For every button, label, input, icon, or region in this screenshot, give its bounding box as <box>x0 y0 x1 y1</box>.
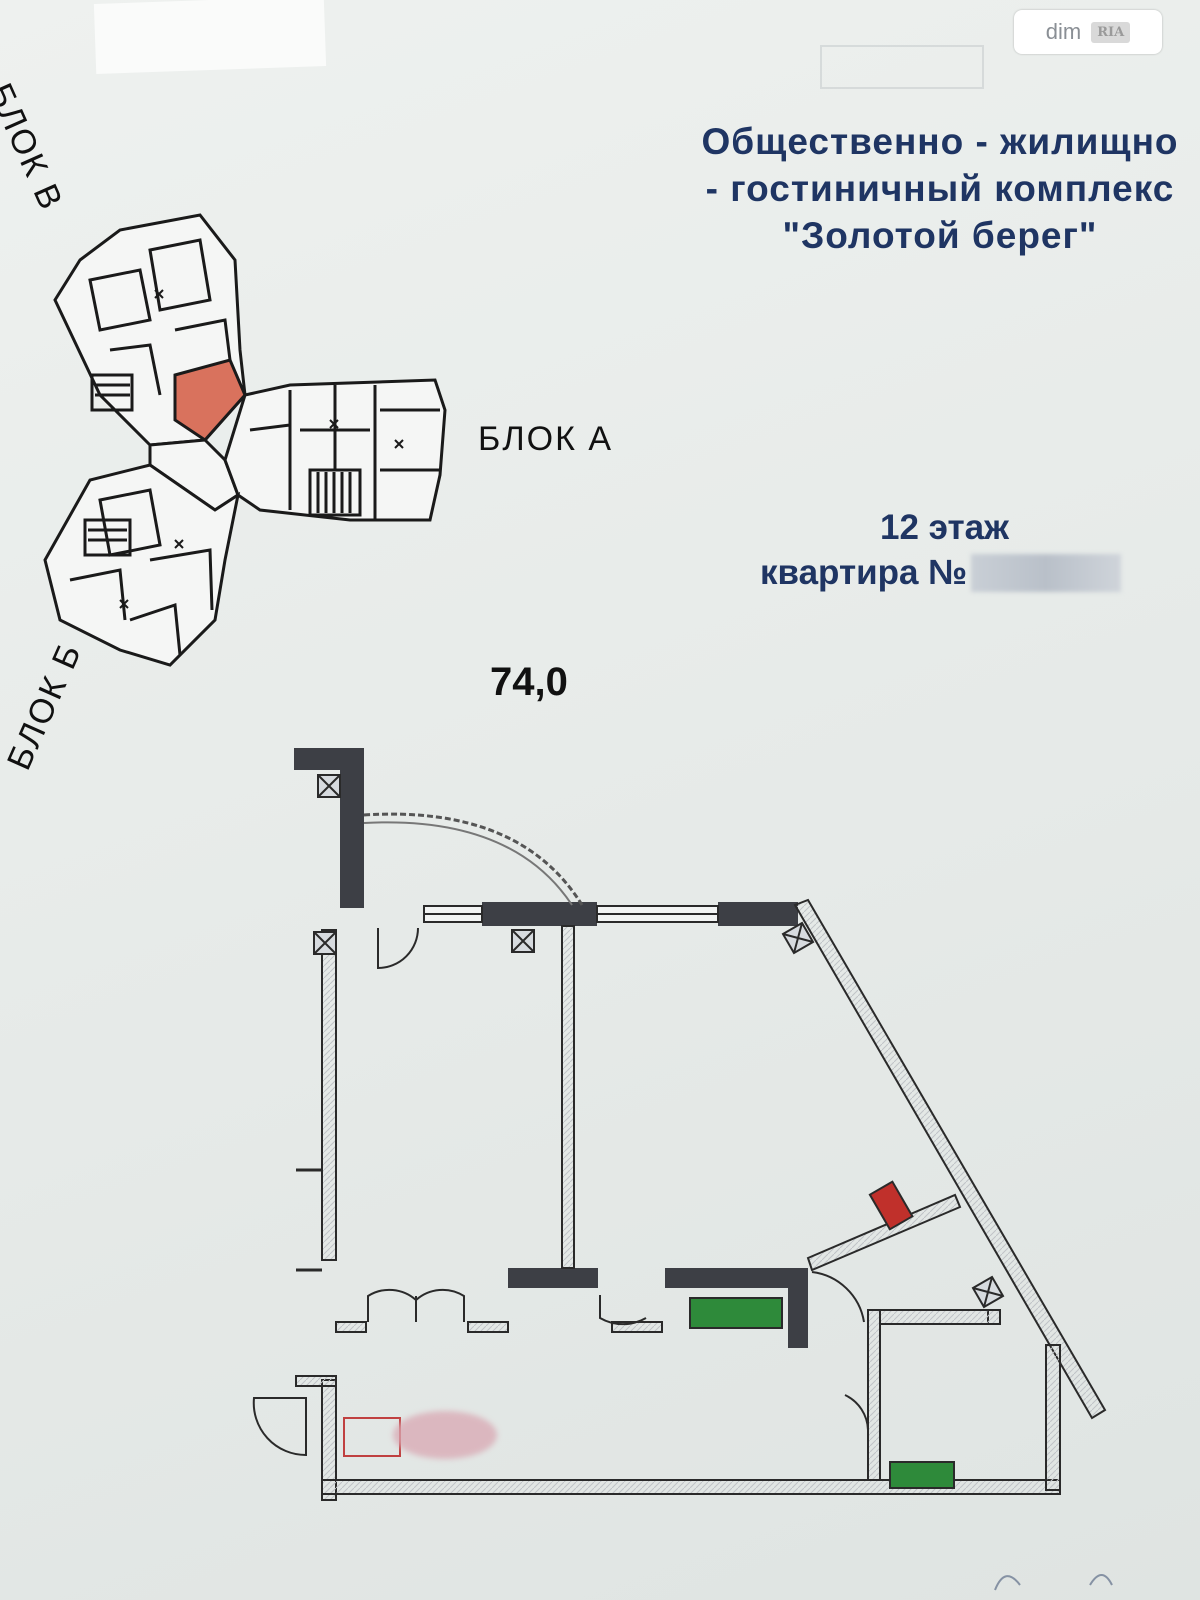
title-line-1: Общественно - жилищно <box>701 121 1179 162</box>
redacted-marker <box>343 1411 497 1459</box>
structural-walls <box>294 748 808 1348</box>
apartment-number-redacted <box>971 554 1122 592</box>
door-swings <box>252 927 869 1457</box>
title-line-2: - гостиничный комплекс <box>705 168 1175 209</box>
watermark-site: dim <box>1045 19 1082 44</box>
floor-info: 12 этаж квартира № <box>760 505 1200 595</box>
floor-number: 12 этаж <box>880 508 1009 547</box>
green-fixtures <box>689 1297 955 1489</box>
apartment-area: 74,0 <box>490 660 568 704</box>
key-plan-highlighted-apartment <box>173 358 247 442</box>
title-line-3: "Золотой берег" <box>782 215 1098 256</box>
stamp-ghost <box>820 45 984 89</box>
vent-shafts <box>313 774 1005 1309</box>
block-a-label: БЛОК А <box>478 420 614 458</box>
watermark-brand: RIA <box>1091 21 1131 43</box>
complex-title: Общественно - жилищно - гостиничный комп… <box>640 118 1200 259</box>
red-shaft <box>868 1180 914 1231</box>
key-plan-block-b <box>43 463 241 667</box>
apartment-number: квартира № <box>760 550 1200 595</box>
watermark-logo: dim RIA <box>1014 10 1162 54</box>
apartment-label: квартира № <box>760 553 968 592</box>
balcony-outline <box>363 812 584 906</box>
